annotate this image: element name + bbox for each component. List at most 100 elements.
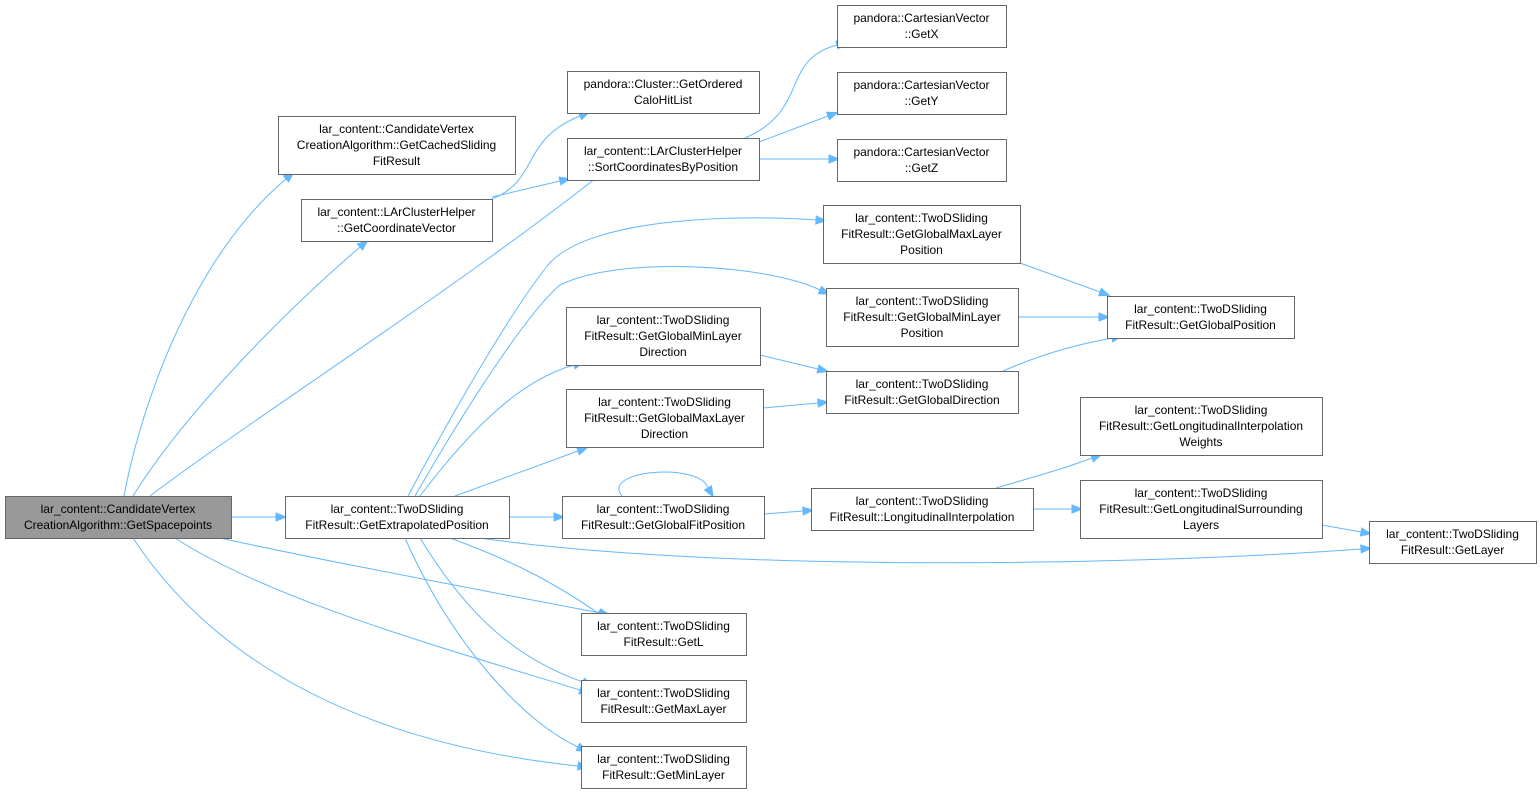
node-box[interactable] bbox=[837, 5, 1007, 48]
edge-getExtrapolatedPosition-to-getGlobalMinLayerPosition bbox=[414, 266, 831, 497]
node-sortCoordinates[interactable]: lar_content::LArClusterHelper::SortCoord… bbox=[567, 138, 760, 181]
edge-line bbox=[995, 457, 1093, 489]
node-getGlobalMinLayerPosition[interactable]: lar_content::TwoDSlidingFitResult::GetGl… bbox=[826, 288, 1019, 347]
node-box[interactable] bbox=[5, 496, 232, 539]
node-box[interactable] bbox=[581, 680, 747, 723]
edge-line bbox=[404, 537, 579, 748]
node-label-line: CreationAlgorithm::GetSpacepoints bbox=[24, 518, 212, 532]
node-root[interactable]: lar_content::CandidateVertexCreationAlgo… bbox=[5, 496, 232, 539]
edge-root-to-getCoordinateVector bbox=[132, 239, 369, 497]
node-box[interactable] bbox=[285, 496, 510, 539]
edge-line bbox=[449, 537, 599, 614]
node-getGlobalPosition[interactable]: lar_content::TwoDSlidingFitResult::GetGl… bbox=[1107, 296, 1295, 339]
node-box[interactable] bbox=[837, 72, 1007, 115]
arrow-head-icon bbox=[1359, 527, 1373, 537]
node-label-line: ::GetCoordinateVector bbox=[337, 221, 456, 235]
node-box[interactable] bbox=[566, 389, 764, 448]
edge-line bbox=[1019, 262, 1101, 293]
edge-getCoordinateVector-to-sortCoordinates bbox=[491, 176, 572, 198]
node-box[interactable] bbox=[826, 371, 1019, 414]
edge-line bbox=[491, 115, 581, 200]
node-label-line: lar_content::TwoDSliding bbox=[598, 395, 731, 409]
edge-line bbox=[149, 158, 621, 497]
node-box[interactable] bbox=[1107, 296, 1295, 339]
arrow-head-icon bbox=[356, 239, 369, 251]
node-longitudinalInterpolation[interactable]: lar_content::TwoDSlidingFitResult::Longi… bbox=[811, 488, 1034, 531]
edge-getExtrapolatedPosition-to-getMaxLayer bbox=[419, 537, 594, 687]
node-label-line: FitResult::GetGlobalDirection bbox=[844, 393, 999, 407]
node-label-line: FitResult::GetGlobalFitPosition bbox=[581, 518, 745, 532]
arrow-head-icon bbox=[703, 485, 714, 498]
node-getExtrapolatedPosition[interactable]: lar_content::TwoDSlidingFitResult::GetEx… bbox=[285, 496, 510, 539]
node-box[interactable] bbox=[567, 71, 760, 114]
node-box[interactable] bbox=[581, 746, 747, 789]
node-getLayer[interactable]: lar_content::TwoDSlidingFitResult::GetLa… bbox=[1369, 521, 1537, 564]
edge-line bbox=[123, 178, 287, 497]
node-getLongitudinalSurroundingLayers[interactable]: lar_content::TwoDSlidingFitResult::GetLo… bbox=[1080, 480, 1323, 539]
node-box[interactable] bbox=[566, 307, 761, 366]
edges-layer bbox=[123, 40, 1373, 771]
node-getZ[interactable]: pandora::CartesianVector::GetZ bbox=[837, 139, 1007, 182]
node-label-line: pandora::Cluster::GetOrdered bbox=[584, 77, 743, 91]
edge-line bbox=[414, 266, 821, 497]
edge-line bbox=[763, 510, 804, 515]
node-box[interactable] bbox=[837, 139, 1007, 182]
node-label-line: lar_content::TwoDSliding bbox=[1135, 486, 1268, 500]
node-getGlobalFitPosition[interactable]: lar_content::TwoDSlidingFitResult::GetGl… bbox=[562, 496, 765, 539]
node-box[interactable] bbox=[562, 496, 765, 539]
edge-line bbox=[219, 537, 601, 614]
node-getGlobalDirection[interactable]: lar_content::TwoDSlidingFitResult::GetGl… bbox=[826, 371, 1019, 414]
node-box[interactable] bbox=[278, 116, 516, 175]
node-box[interactable] bbox=[301, 199, 493, 242]
nodes-layer: lar_content::CandidateVertexCreationAlgo… bbox=[5, 5, 1537, 789]
node-box[interactable] bbox=[823, 205, 1021, 264]
node-getCoordinateVector[interactable]: lar_content::LArClusterHelper::GetCoordi… bbox=[301, 199, 493, 242]
node-label-line: lar_content::TwoDSliding bbox=[1134, 302, 1267, 316]
edge-line bbox=[744, 44, 838, 139]
node-label-line: lar_content::TwoDSliding bbox=[1386, 527, 1519, 541]
node-label-line: Position bbox=[900, 243, 943, 257]
node-getMaxLayer[interactable]: lar_content::TwoDSlidingFitResult::GetMa… bbox=[581, 680, 747, 723]
node-label-line: lar_content::TwoDSliding bbox=[597, 502, 730, 516]
edge-root-to-getCachedSliding bbox=[123, 171, 295, 497]
node-label-line: lar_content::TwoDSliding bbox=[855, 211, 988, 225]
arrow-head-icon bbox=[275, 512, 288, 522]
arrow-head-icon bbox=[816, 364, 830, 374]
node-label-line: FitResult::GetMinLayer bbox=[602, 768, 725, 782]
node-getLongitudinalInterpolationWeights[interactable]: lar_content::TwoDSlidingFitResult::GetLo… bbox=[1080, 397, 1323, 456]
edge-getExtrapolatedPosition-to-getGlobalMaxLayerPosition bbox=[407, 215, 828, 497]
node-label-line: pandora::CartesianVector bbox=[853, 11, 989, 25]
node-getGlobalMaxLayerDirection[interactable]: lar_content::TwoDSlidingFitResult::GetGl… bbox=[566, 389, 764, 448]
node-getCachedSliding[interactable]: lar_content::CandidateVertexCreationAlgo… bbox=[278, 116, 516, 175]
node-label-line: lar_content::TwoDSliding bbox=[597, 619, 730, 633]
node-box[interactable] bbox=[1080, 480, 1323, 539]
node-getMinLayer[interactable]: lar_content::TwoDSlidingFitResult::GetMi… bbox=[581, 746, 747, 789]
node-box[interactable] bbox=[1369, 521, 1537, 564]
edge-line bbox=[407, 217, 817, 497]
edge-root-to-getL bbox=[219, 537, 612, 618]
edge-line bbox=[1002, 337, 1113, 372]
node-label-line: Direction bbox=[641, 427, 688, 441]
node-label-line: pandora::CartesianVector bbox=[853, 78, 989, 92]
node-box[interactable] bbox=[811, 488, 1034, 531]
node-box[interactable] bbox=[1080, 397, 1323, 456]
arrow-head-icon bbox=[802, 506, 815, 516]
edge-getGlobalMaxLayerDirection-to-getGlobalDirection bbox=[762, 398, 830, 409]
node-getGlobalMaxLayerPosition[interactable]: lar_content::TwoDSlidingFitResult::GetGl… bbox=[823, 205, 1021, 264]
node-getGlobalMinLayerDirection[interactable]: lar_content::TwoDSlidingFitResult::GetGl… bbox=[566, 307, 761, 366]
node-label-line: FitResult::GetLongitudinalInterpolation bbox=[1099, 419, 1303, 433]
node-label-line: lar_content::CandidateVertex bbox=[41, 502, 196, 516]
edge-getExtrapolatedPosition-to-getLayer bbox=[479, 537, 1373, 564]
node-getY[interactable]: pandora::CartesianVector::GetY bbox=[837, 72, 1007, 115]
node-box[interactable] bbox=[826, 288, 1019, 347]
edge-root-to-getExtrapolatedPosition bbox=[231, 512, 288, 522]
edge-line bbox=[762, 402, 819, 409]
node-label-line: FitResult::GetGlobalMaxLayer bbox=[841, 227, 1002, 241]
node-box[interactable] bbox=[567, 138, 760, 181]
node-box[interactable] bbox=[581, 613, 747, 656]
node-getX[interactable]: pandora::CartesianVector::GetX bbox=[837, 5, 1007, 48]
node-label-line: lar_content::TwoDSliding bbox=[597, 313, 730, 327]
